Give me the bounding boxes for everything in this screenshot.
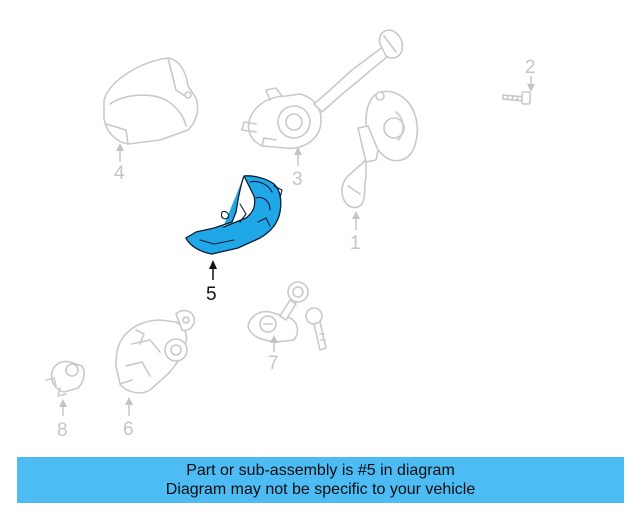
part-8-switch[interactable]	[45, 360, 85, 397]
callout-5[interactable]: 5	[206, 284, 217, 305]
callout-arrow-4	[116, 143, 124, 162]
info-banner: Part or sub-assembly is #5 in diagram Di…	[17, 457, 624, 503]
callout-4[interactable]: 4	[114, 163, 125, 184]
part-5-lower-shroud[interactable]	[185, 175, 283, 255]
callout-6[interactable]: 6	[123, 419, 134, 440]
part-4-upper-shroud[interactable]	[103, 57, 199, 145]
callout-arrow-5	[209, 260, 217, 280]
callout-arrow-3	[294, 147, 302, 166]
callout-arrow-6	[125, 397, 133, 416]
part-7-lock-cylinder[interactable]	[247, 281, 327, 351]
callout-2[interactable]: 2	[525, 57, 536, 78]
parts-diagram: 4 3 2 1	[45, 29, 536, 441]
callout-3[interactable]: 3	[292, 169, 303, 190]
part-2-bolt[interactable]	[502, 91, 531, 105]
callout-arrow-2	[527, 76, 535, 92]
callout-7[interactable]: 7	[268, 353, 279, 374]
callout-arrow-8	[59, 399, 67, 416]
callout-arrow-7	[270, 335, 278, 352]
callout-1[interactable]: 1	[350, 233, 361, 254]
callout-arrow-1	[352, 211, 360, 230]
part-3-combination-switch[interactable]	[241, 29, 404, 150]
banner-line-disclaimer: Diagram may not be specific to your vehi…	[165, 481, 476, 498]
part-1-wiper-switch[interactable]	[341, 90, 419, 209]
banner-line-part: Part or sub-assembly is #5 in diagram	[186, 462, 455, 479]
part-6-ignition-housing[interactable]	[115, 309, 196, 394]
callout-8[interactable]: 8	[57, 420, 68, 441]
